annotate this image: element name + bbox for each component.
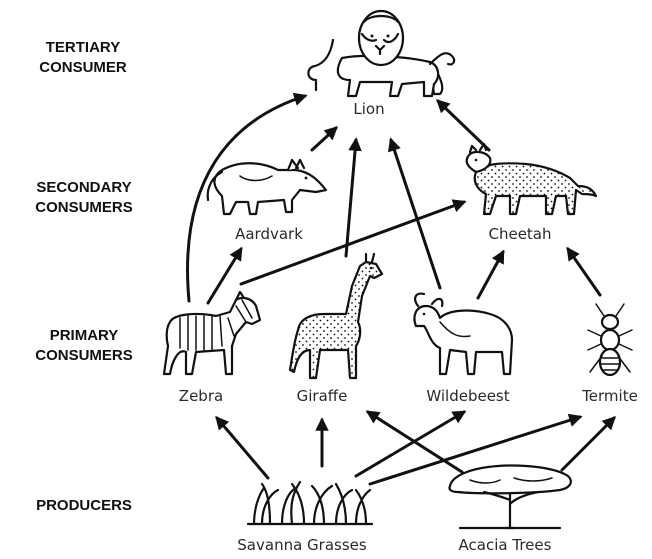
- feeding-arrows: [188, 96, 614, 484]
- acacia-tree-illustration: [449, 465, 570, 528]
- aardvark-illustration: [208, 160, 326, 214]
- lion-illustration: [308, 11, 454, 96]
- arrow-termite-to-cheetah: [568, 249, 600, 295]
- giraffe-illustration: [290, 254, 382, 378]
- cheetah-illustration: [467, 144, 596, 214]
- arrow-wildebeest-to-cheetah: [478, 252, 503, 298]
- organism-label-cheetah: Cheetah: [488, 225, 551, 243]
- organism-label-acacia-trees: Acacia Trees: [459, 536, 552, 554]
- wildebeest-illustration: [414, 294, 512, 374]
- organism-label-termite: Termite: [581, 387, 638, 405]
- termite-illustration: [588, 304, 632, 375]
- arrow-grasses-to-wildebeest: [356, 412, 464, 476]
- arrow-giraffe-to-lion: [346, 140, 356, 256]
- organism-label-savanna-grasses: Savanna Grasses: [237, 536, 367, 554]
- organism-label-giraffe: Giraffe: [297, 387, 348, 405]
- organism-label-zebra: Zebra: [179, 387, 223, 405]
- arrow-zebra-to-aardvark: [208, 249, 241, 303]
- arrow-aardvark-to-lion: [312, 128, 336, 150]
- arrow-cheetah-to-lion: [438, 101, 489, 150]
- organism-label-aardvark: Aardvark: [235, 225, 303, 243]
- arrow-zebra-to-cheetah: [241, 202, 464, 284]
- organism-label-lion: Lion: [353, 100, 384, 118]
- arrow-acacia-to-termite: [562, 418, 614, 470]
- arrow-grasses-to-zebra: [217, 418, 268, 478]
- organism-label-wildebeest: Wildebeest: [426, 387, 509, 405]
- zebra-illustration: [164, 292, 260, 374]
- savanna-grasses-illustration: [248, 482, 372, 524]
